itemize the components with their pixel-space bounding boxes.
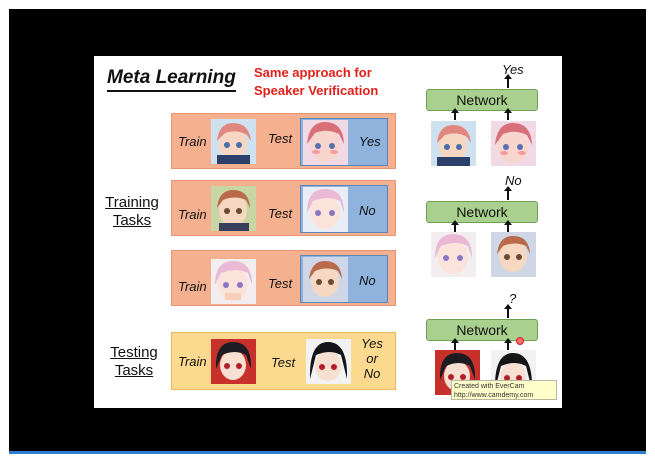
cursor-highlight-icon	[516, 337, 524, 345]
arrow-icon	[451, 220, 459, 232]
train-label: Train	[178, 354, 207, 369]
slide-title: Meta Learning	[107, 67, 236, 92]
network-box-1: Network	[426, 89, 538, 111]
anime-face-pink-hair-blush	[491, 121, 536, 166]
anime-face-black-hair	[306, 339, 351, 384]
answer-label: No	[359, 273, 376, 288]
anime-face-brown-hair	[491, 232, 536, 277]
testing-task: Train Test Yes or No	[171, 332, 396, 390]
arrow-icon	[451, 108, 459, 120]
query-box: Yes	[300, 118, 388, 166]
test-label: Test	[268, 276, 293, 291]
test-label: Test	[271, 355, 296, 370]
answer-label: Yes or No	[361, 336, 383, 381]
query-box: No	[300, 255, 388, 303]
slide: Meta Learning Same approach for Speaker …	[94, 56, 562, 408]
arrow-icon	[504, 220, 512, 232]
test-label: Test	[268, 131, 293, 146]
evercam-watermark: Created with EverCam http://www.camdemy.…	[451, 380, 557, 400]
training-tasks-label: Training Tasks	[105, 194, 159, 229]
answer-label: No	[359, 203, 376, 218]
anime-face-black-hair-red-bg	[211, 339, 256, 384]
arrow-icon	[451, 338, 459, 350]
network-output-1: Yes	[502, 62, 524, 77]
train-label: Train	[178, 134, 207, 149]
query-box: No	[300, 185, 388, 233]
arrow-icon	[504, 304, 512, 318]
anime-face-pale-pink-hair	[303, 187, 348, 232]
network-output-3: ?	[509, 291, 517, 306]
network-box-3: Network	[426, 319, 538, 341]
testing-tasks-label: Testing Tasks	[110, 344, 158, 379]
train-label: Train	[178, 279, 207, 294]
training-task-3: Train Test No	[171, 250, 396, 306]
network-box-2: Network	[426, 201, 538, 223]
slide-subtitle: Same approach for Speaker Verification	[254, 65, 379, 98]
anime-face-pale-pink-hair	[211, 259, 256, 304]
test-label: Test	[268, 206, 293, 221]
anime-face-pink-hair	[431, 121, 476, 166]
arrow-icon	[504, 108, 512, 120]
arrow-icon	[504, 338, 512, 350]
train-label: Train	[178, 207, 207, 222]
anime-face-pale-pink-hair	[431, 232, 476, 277]
training-task-1: Train Test Yes	[171, 113, 396, 169]
anime-face-brown-hair	[303, 257, 348, 302]
training-task-2: Train Test No	[171, 180, 396, 236]
anime-face-pink-hair-blush	[303, 120, 348, 165]
anime-face-pink-hair	[211, 119, 256, 164]
arrow-icon	[504, 74, 512, 88]
anime-face-brown-hair	[211, 186, 256, 231]
arrow-icon	[504, 186, 512, 200]
answer-label: Yes	[359, 134, 381, 149]
network-output-2: No	[505, 173, 522, 188]
video-progress-bar[interactable]	[9, 451, 646, 454]
